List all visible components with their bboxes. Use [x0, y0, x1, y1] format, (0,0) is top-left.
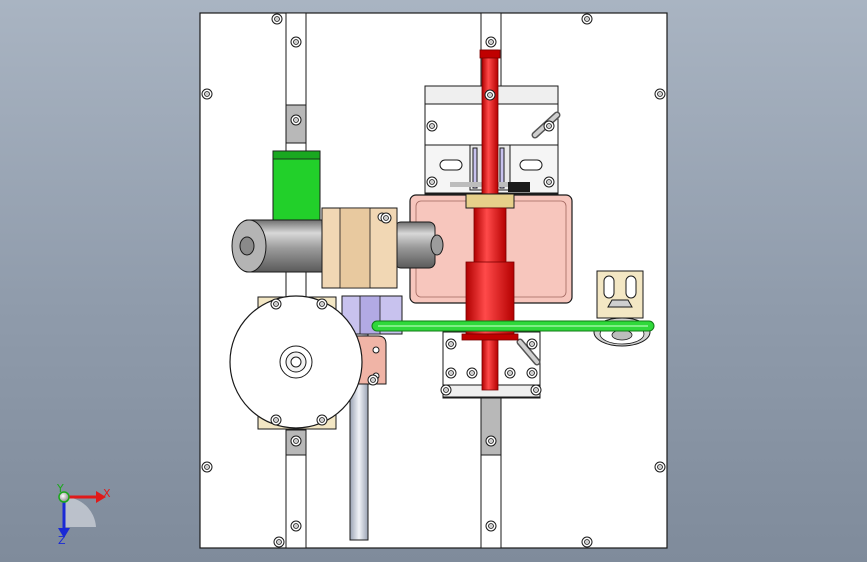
hex-socket-screw-icon [367, 374, 379, 386]
hex-socket-screw-icon [466, 367, 478, 379]
left-vertical-rail [285, 12, 307, 549]
hex-socket-screw-icon [485, 36, 497, 48]
hex-socket-screw-icon [654, 461, 666, 473]
hex-socket-screw-icon [484, 89, 496, 101]
hex-socket-screw-icon [654, 88, 666, 100]
hex-socket-screw-icon [290, 435, 302, 447]
hex-socket-screw-icon [270, 414, 282, 426]
hex-socket-screw-icon [526, 367, 538, 379]
hex-socket-screw-icon [426, 176, 438, 188]
drive-belt [371, 320, 655, 332]
hex-socket-screw-icon [290, 520, 302, 532]
hex-socket-screw-icon [581, 536, 593, 548]
hex-socket-screw-icon [273, 536, 285, 548]
hex-socket-screw-icon [316, 414, 328, 426]
hex-socket-screw-icon [380, 212, 392, 224]
green-block [272, 150, 321, 225]
hex-socket-screw-icon [445, 338, 457, 350]
axis-z-label: Z [58, 534, 66, 547]
hex-socket-screw-icon [201, 461, 213, 473]
hex-socket-screw-icon [201, 88, 213, 100]
lever-icon[interactable] [516, 338, 541, 366]
hex-socket-screw-icon [530, 384, 542, 396]
hex-socket-screw-icon [543, 176, 555, 188]
hex-socket-screw-icon [485, 520, 497, 532]
hex-socket-screw-icon [290, 36, 302, 48]
origin-ball [58, 491, 70, 503]
screw-set [201, 13, 666, 548]
axis-y-label: Y [56, 482, 64, 495]
hex-socket-screw-icon [426, 120, 438, 132]
coordinate-triad: X Y Z [56, 482, 111, 547]
large-pulley[interactable] [229, 295, 363, 429]
hex-socket-screw-icon [290, 114, 302, 126]
hex-socket-screw-icon [485, 435, 497, 447]
hex-socket-screw-icon [526, 338, 538, 350]
tensioner-bracket [596, 270, 644, 319]
hex-socket-screw-icon [543, 120, 555, 132]
hex-socket-screw-icon [581, 13, 593, 25]
hex-socket-screw-icon [270, 298, 282, 310]
hex-socket-screw-icon [445, 367, 457, 379]
hex-socket-screw-icon [440, 384, 452, 396]
hex-socket-screw-icon [271, 13, 283, 25]
hex-socket-screw-icon [504, 367, 516, 379]
axis-x-label: X [103, 487, 111, 500]
hex-socket-screw-icon [316, 298, 328, 310]
